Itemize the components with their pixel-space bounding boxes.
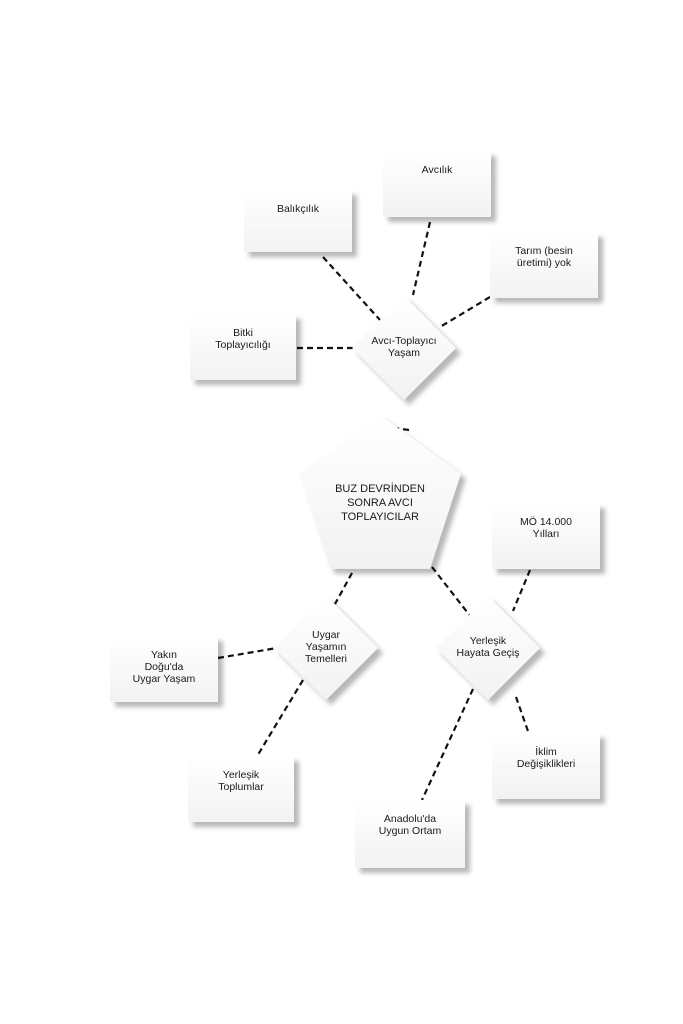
dashed-connector	[431, 566, 472, 618]
box-balikcilik: Balıkçılık	[244, 190, 352, 252]
box-shape	[492, 503, 600, 569]
box-shape	[110, 636, 218, 702]
box-shape	[490, 232, 598, 298]
box-shape	[190, 314, 296, 380]
dashed-connector	[217, 646, 278, 660]
hub-diamond-shape	[352, 296, 456, 400]
hub-diamond-shape	[274, 596, 378, 700]
box-shape	[492, 733, 600, 799]
dashed-connector	[439, 296, 491, 328]
dashed-connector	[322, 256, 381, 321]
connectors	[217, 221, 532, 801]
box-label: Balıkçılık	[277, 203, 320, 215]
box-shape	[188, 756, 294, 822]
box-shape	[383, 151, 491, 217]
dashed-connector	[421, 688, 474, 801]
dashed-connector	[514, 696, 531, 735]
dashed-connector	[334, 572, 353, 605]
box-label: Avcılık	[422, 164, 453, 176]
dashed-connector	[411, 221, 432, 296]
box-shape	[244, 190, 352, 252]
box-avcilik: Avcılık	[383, 151, 491, 217]
center-pentagon-shape	[299, 415, 461, 569]
hub-diamond-shape	[436, 596, 540, 700]
dashed-connector	[511, 569, 532, 612]
dashed-connector	[255, 679, 304, 759]
box-shape	[355, 800, 465, 868]
